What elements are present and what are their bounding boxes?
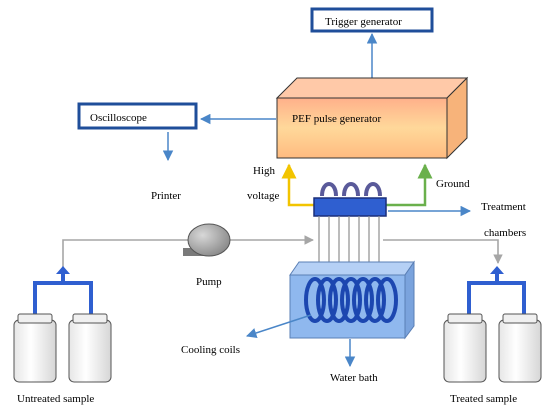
pef-pulse-generator-label: PEF pulse generator	[292, 113, 382, 125]
treated-jar-right	[498, 313, 542, 383]
ground-label: Ground	[436, 178, 470, 190]
trigger-generator-label: Trigger generator	[325, 16, 402, 28]
cooling-coils-label: Cooling coils	[181, 344, 240, 356]
chambers-label: chambers	[484, 227, 526, 239]
untreated-pipes	[33, 272, 93, 318]
printer-label: Printer	[151, 190, 181, 202]
untreated-sample-label: Untreated sample	[17, 393, 94, 405]
ground-line	[386, 163, 433, 207]
cooling-coils	[304, 277, 398, 323]
treated-merge-arrow-icon	[490, 266, 504, 274]
oscilloscope-label: Oscilloscope	[90, 112, 147, 124]
treatment-label: Treatment	[481, 201, 526, 213]
pump-label: Pump	[196, 276, 222, 288]
arrow-to-cooling-coils	[246, 314, 312, 339]
high-voltage-line	[281, 163, 314, 207]
treatment-chamber	[313, 182, 387, 217]
untreated-jar-left	[13, 313, 57, 383]
treated-sample-label: Treated sample	[450, 393, 517, 405]
pump	[183, 223, 231, 257]
inlet-tubing	[62, 235, 314, 268]
untreated-merge-arrow-icon	[56, 266, 70, 274]
high-label: High	[253, 165, 276, 177]
voltage-label: voltage	[247, 190, 279, 202]
treated-pipes	[467, 272, 526, 318]
trigger-generator-box: Trigger generator	[310, 7, 434, 33]
untreated-jar-right	[68, 313, 112, 383]
water-bath-label: Water bath	[330, 372, 378, 384]
oscilloscope-box: Oscilloscope	[77, 102, 198, 130]
outlet-tubing	[383, 239, 503, 264]
treated-jar-left	[443, 313, 487, 383]
pef-pulse-generator: PEF pulse generator	[275, 76, 469, 160]
